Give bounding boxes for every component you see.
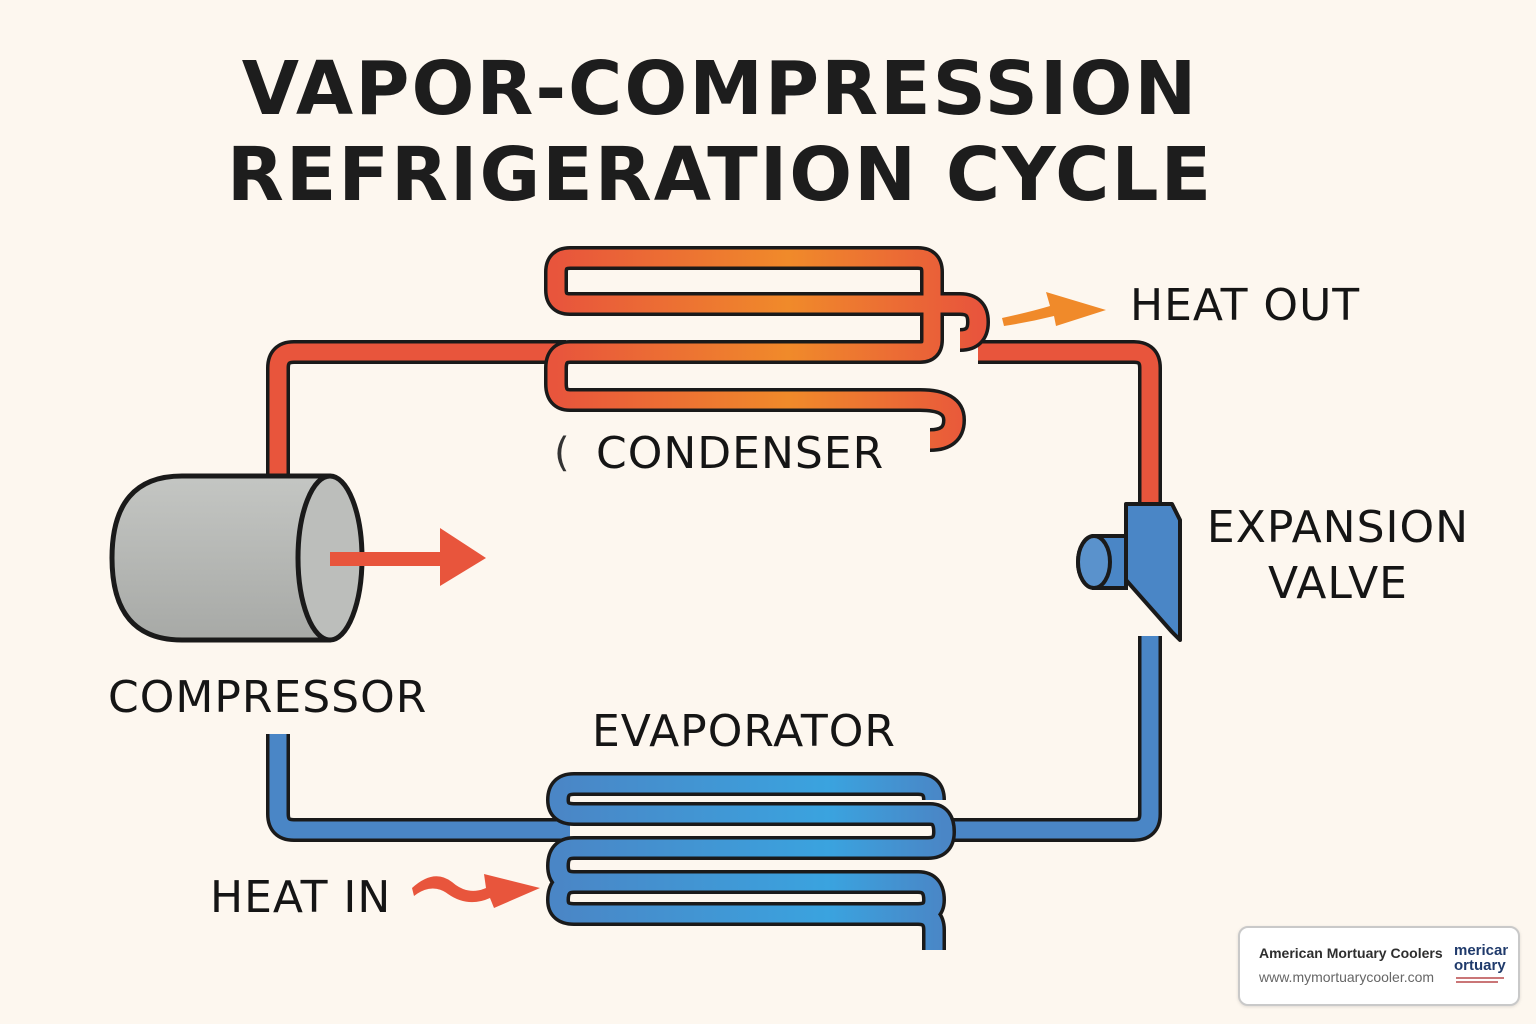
- expansion-valve-label-line-1: EXPANSION: [1206, 502, 1470, 553]
- logo-text-line-2: ortuary: [1454, 957, 1506, 974]
- watermark-url: www.mymortuarycooler.com: [1259, 969, 1435, 985]
- cold-line-left: [266, 734, 570, 842]
- expansion-valve: [1076, 502, 1182, 642]
- compressor: [109, 473, 365, 643]
- heat-out-label: HEAT OUT: [1130, 280, 1361, 331]
- cold-line-right: [934, 636, 1162, 842]
- evaporator-label: EVAPORATOR: [592, 706, 896, 757]
- condenser-mark: (: [554, 430, 571, 476]
- heat-out-arrow: [1002, 292, 1106, 326]
- compressor-label: COMPRESSOR: [108, 672, 428, 723]
- title-line-2: REFRIGERATION CYCLE: [226, 132, 1214, 218]
- title-line-1: VAPOR-COMPRESSION: [241, 46, 1199, 132]
- condenser-label: CONDENSER: [596, 428, 885, 479]
- heat-in-arrow: [412, 874, 540, 908]
- logo-text-line-1: merican: [1454, 942, 1508, 959]
- heat-in-label: HEAT IN: [210, 872, 392, 923]
- hot-line-right: [978, 340, 1162, 504]
- condenser-coil: [544, 246, 990, 452]
- expansion-valve-label-line-2: VALVE: [1268, 558, 1408, 609]
- diagram-title: VAPOR-COMPRESSION REFRIGERATION CYCLE: [0, 46, 1440, 218]
- hot-line-left: [266, 340, 566, 478]
- evaporator-coil: [546, 772, 956, 950]
- logo-tagline-graphic: [1456, 977, 1504, 983]
- compressor-arrow: [330, 528, 486, 586]
- company-logo: merican ortuary: [1454, 942, 1508, 992]
- watermark-company: American Mortuary Coolers: [1259, 945, 1443, 961]
- watermark-badge: American Mortuary Coolers www.mymortuary…: [1238, 926, 1520, 1006]
- expansion-valve-label: EXPANSION VALVE: [1206, 500, 1470, 612]
